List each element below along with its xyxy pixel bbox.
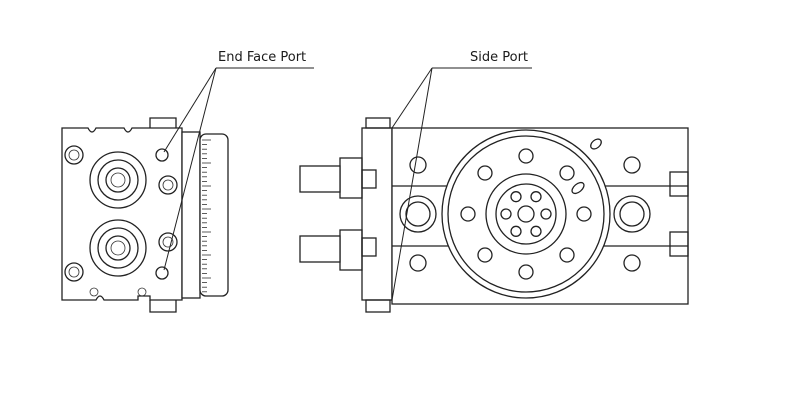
graduation-scale bbox=[202, 139, 211, 293]
bolt-hole bbox=[530, 225, 542, 237]
bolt-hole bbox=[576, 206, 592, 222]
side-view bbox=[299, 117, 689, 313]
bolt-hole bbox=[477, 247, 493, 263]
bolt-hole bbox=[500, 208, 512, 220]
bolt-hole bbox=[510, 225, 522, 237]
bolt-hole bbox=[460, 206, 476, 222]
end-view bbox=[61, 117, 229, 313]
bolt-hole bbox=[559, 247, 575, 263]
bolt-hole bbox=[477, 165, 493, 181]
end-face-port-label: End Face Port bbox=[218, 50, 307, 65]
side-port-label: Side Port bbox=[470, 50, 529, 65]
bolt-hole bbox=[510, 191, 522, 203]
callout-end-face bbox=[163, 67, 314, 271]
port-boss-upper bbox=[89, 151, 147, 209]
rotary-table bbox=[441, 129, 611, 299]
bolt-hole bbox=[530, 191, 542, 203]
bolt-hole bbox=[540, 208, 552, 220]
bolt-hole bbox=[559, 165, 575, 181]
bolt-hole bbox=[518, 264, 534, 280]
bolt-hole bbox=[518, 148, 534, 164]
callout-side bbox=[391, 67, 532, 301]
port-boss-lower bbox=[89, 219, 147, 277]
